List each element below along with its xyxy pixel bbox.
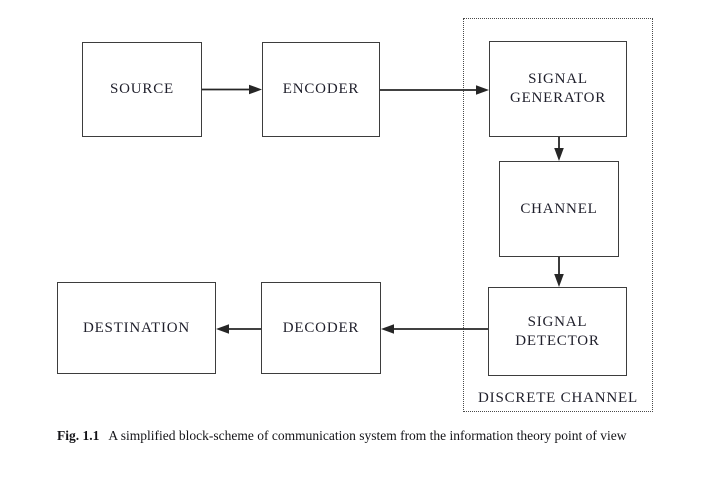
block-encoder-label: ENCODER	[282, 81, 360, 98]
figure-caption-number: Fig. 1.1	[57, 428, 100, 443]
block-signal-generator-label: SIGNAL GENERATOR	[509, 71, 607, 106]
arrow-source-to-encoder	[202, 84, 262, 95]
discrete-channel-label: DISCRETE CHANNEL	[478, 390, 638, 406]
figure-caption-text: A simplified block-scheme of communicati…	[108, 428, 627, 443]
block-destination-label: DESTINATION	[82, 319, 191, 336]
block-signal-detector: SIGNAL DETECTOR	[488, 287, 627, 376]
block-diagram: DISCRETE CHANNEL SOURCE ENCODER SIGNAL G…	[57, 18, 653, 412]
block-channel: CHANNEL	[499, 161, 619, 257]
block-source-label: SOURCE	[110, 81, 174, 98]
block-signal-generator: SIGNAL GENERATOR	[489, 41, 627, 137]
block-destination: DESTINATION	[57, 282, 216, 374]
discrete-channel-group: DISCRETE CHANNEL	[463, 18, 653, 412]
block-channel-label: CHANNEL	[520, 200, 598, 217]
block-signal-detector-label: SIGNAL DETECTOR	[515, 313, 600, 349]
block-decoder: DECODER	[261, 282, 381, 374]
block-decoder-label: DECODER	[282, 319, 360, 336]
block-source: SOURCE	[82, 42, 202, 137]
block-encoder: ENCODER	[262, 42, 380, 137]
figure-caption: Fig. 1.1 A simplified block-scheme of com…	[57, 427, 659, 445]
arrow-decoder-to-destination	[216, 324, 261, 334]
